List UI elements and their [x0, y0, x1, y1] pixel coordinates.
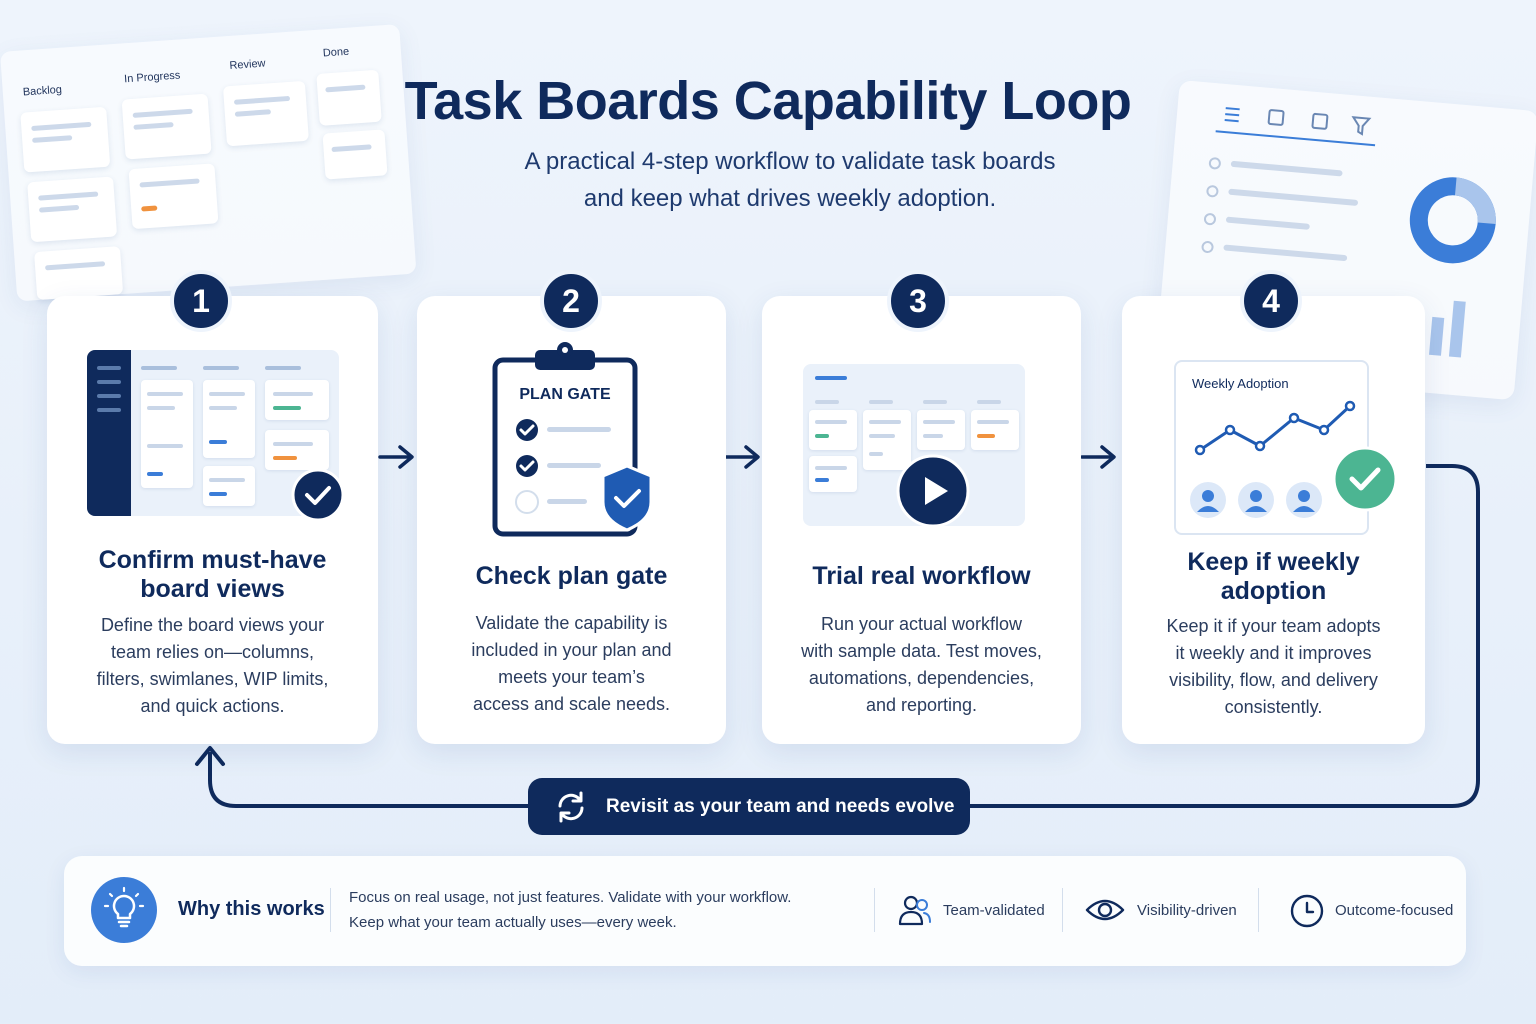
bg-dashboard-graphics	[1201, 107, 1496, 358]
chart-label: Weekly Adoption	[1192, 376, 1289, 391]
step-card-4: Weekly Adoption Keep if weekly adoption …	[1122, 296, 1425, 744]
why-text-line-1: Focus on real usage, not just features. …	[349, 889, 792, 906]
step-number-4: 4	[1240, 270, 1302, 332]
why-text-line-2: Keep what your team actually uses—every …	[349, 914, 677, 931]
lightbulb-icon	[91, 877, 157, 943]
refresh-cycle-icon	[558, 791, 584, 823]
step-3-title: Trial real workflow	[812, 562, 1031, 590]
revisit-loop-pill: Revisit as your team and needs evolve	[528, 778, 970, 835]
badge-visibility-driven: Visibility-driven	[1137, 902, 1237, 919]
clock-icon	[1290, 894, 1324, 928]
success-check-icon	[1332, 446, 1398, 512]
subtitle-line-2: and keep what drives weekly adoption.	[583, 185, 997, 212]
step-card-2: PLAN GATE Check plan gate Validate the c…	[417, 296, 726, 744]
arrow-right-icon	[1080, 445, 1116, 469]
subtitle-line-1: A practical 4-step workflow to validate …	[524, 148, 1056, 175]
eye-icon	[1085, 899, 1125, 921]
badge-outcome-focused: Outcome-focused	[1335, 902, 1454, 919]
step-2-title: Check plan gate	[475, 562, 668, 590]
play-button-icon	[896, 454, 970, 528]
step-number-1: 1	[170, 270, 232, 332]
team-icon	[898, 895, 931, 926]
workflow-board-illustration	[803, 364, 1025, 526]
step-1-title-line-1: Confirm must-have	[98, 546, 327, 574]
step-4-title-line-2: adoption	[1220, 577, 1327, 605]
check-badge-icon	[291, 468, 345, 522]
revisit-loop-label: Revisit as your team and needs evolve	[606, 796, 955, 817]
team-avatars-icon	[1190, 482, 1322, 518]
step-card-1: Confirm must-have board views Define the…	[47, 296, 378, 744]
why-this-works-bar: Why this works Focus on real usage, not …	[64, 856, 1466, 966]
background-dashboard	[1154, 80, 1536, 401]
step-4-title-line-1: Keep if weekly	[1187, 548, 1360, 576]
step-card-3: Trial real workflow Run your actual work…	[762, 296, 1081, 744]
step-1-title-line-2: board views	[140, 575, 285, 603]
page-title: Task Boards Capability Loop	[404, 71, 1132, 131]
plan-gate-label: PLAN GATE	[519, 386, 611, 403]
step-number-2: 2	[540, 270, 602, 332]
badge-team-validated: Team-validated	[943, 902, 1045, 919]
weekly-adoption-chart: Weekly Adoption	[1174, 360, 1369, 535]
clipboard-icon	[492, 342, 653, 537]
why-this-works-title: Why this works	[178, 898, 325, 920]
arrow-right-icon	[724, 445, 760, 469]
arrow-right-icon	[378, 445, 414, 469]
adoption-trend-line	[1194, 400, 1356, 456]
step-number-3: 3	[887, 270, 949, 332]
